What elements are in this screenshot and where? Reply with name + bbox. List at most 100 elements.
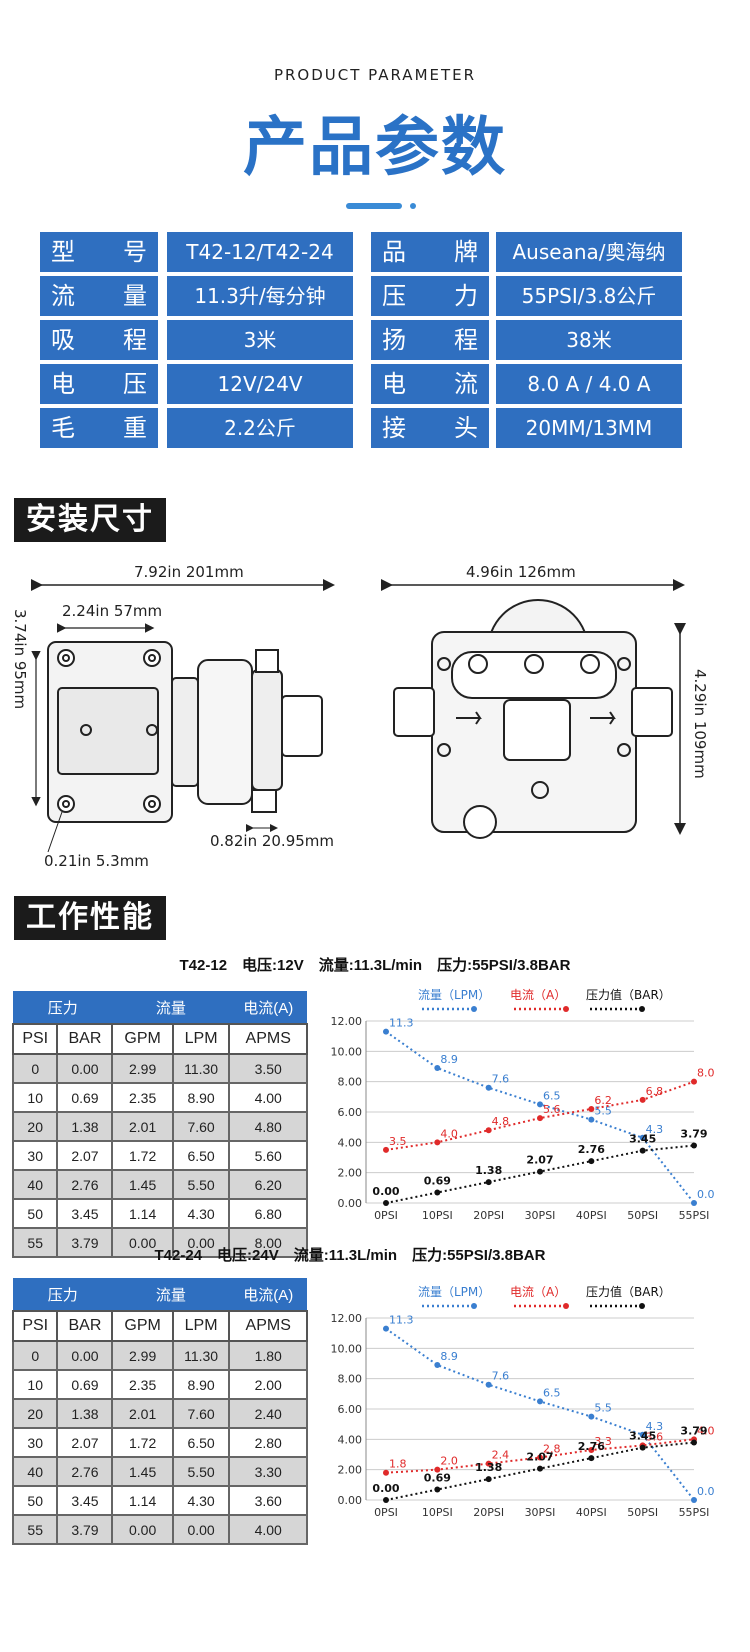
table-cell: 2.76 bbox=[56, 1456, 114, 1487]
table-cell: 3.79 bbox=[56, 1227, 114, 1258]
spec-key: 电 流 bbox=[371, 364, 489, 404]
table-cell: 1.45 bbox=[111, 1169, 174, 1200]
table-cell: 55 bbox=[11, 1514, 59, 1545]
data-point bbox=[434, 1139, 441, 1146]
table-cell: 20 bbox=[11, 1111, 59, 1142]
legend-label: 流量（LPM） bbox=[418, 988, 490, 1002]
height-label: 3.74in 95mm bbox=[11, 609, 29, 710]
x-tick-label: 30PSI bbox=[525, 1209, 556, 1222]
table-cell: 6.50 bbox=[171, 1427, 231, 1458]
table-cell: 50 bbox=[11, 1485, 59, 1516]
table-cell: 20 bbox=[11, 1398, 59, 1429]
data-label: 0.69 bbox=[424, 1472, 451, 1485]
table-cell: 6.80 bbox=[228, 1198, 308, 1229]
data-point bbox=[434, 1486, 441, 1493]
spec-value: 3米 bbox=[167, 320, 353, 360]
y-tick-label: 12.00 bbox=[331, 1312, 363, 1325]
data-point bbox=[434, 1362, 441, 1369]
section-install-dimensions: 安装尺寸 bbox=[14, 498, 166, 542]
port-label: 0.82in 20.95mm bbox=[210, 832, 335, 850]
legend-label: 电流（A） bbox=[510, 1285, 566, 1299]
x-tick-label: 30PSI bbox=[525, 1506, 556, 1519]
table-cell: 5.50 bbox=[171, 1456, 231, 1487]
data-point bbox=[588, 1455, 595, 1462]
hole-label: 0.21in 5.3mm bbox=[44, 852, 149, 870]
data-point bbox=[691, 1142, 697, 1149]
data-label: 1.38 bbox=[475, 1461, 502, 1474]
column-header: APMS bbox=[228, 1310, 308, 1342]
x-tick-label: 10PSI bbox=[422, 1506, 453, 1519]
data-label: 4.3 bbox=[646, 1420, 664, 1433]
table-cell: 6.20 bbox=[228, 1169, 308, 1200]
table-cell: 0.00 bbox=[171, 1514, 231, 1545]
table-cell: 2.80 bbox=[228, 1427, 308, 1458]
spec-value: 55PSI/3.8公斤 bbox=[496, 276, 682, 316]
data-label: 2.76 bbox=[578, 1143, 605, 1156]
spec-key: 接 头 bbox=[371, 408, 489, 448]
spec-value: 11.3升/每分钟 bbox=[167, 276, 353, 316]
data-point bbox=[537, 1398, 543, 1405]
data-point bbox=[639, 1444, 646, 1451]
y-tick-label: 0.00 bbox=[338, 1197, 363, 1210]
mount-width-label: 2.24in 57mm bbox=[62, 602, 163, 620]
table-cell: 1.45 bbox=[111, 1456, 174, 1487]
spec-value: 2.2公斤 bbox=[167, 408, 353, 448]
data-point bbox=[537, 1465, 543, 1472]
legend-marker bbox=[563, 1303, 569, 1309]
y-tick-label: 10.00 bbox=[331, 1045, 363, 1058]
table-cell: 2.99 bbox=[111, 1053, 174, 1084]
legend-marker bbox=[471, 1303, 477, 1309]
group-header: 电流(A) bbox=[229, 991, 307, 1024]
data-label: 3.5 bbox=[389, 1135, 407, 1148]
data-label: 0.0 bbox=[697, 1485, 715, 1498]
y-tick-label: 12.00 bbox=[331, 1015, 363, 1028]
legend-label: 流量（LPM） bbox=[418, 1285, 490, 1299]
table-cell: 2.07 bbox=[56, 1427, 114, 1458]
data-point bbox=[485, 1460, 492, 1467]
data-point bbox=[434, 1466, 441, 1473]
x-tick-label: 20PSI bbox=[473, 1506, 504, 1519]
x-tick-label: 0PSI bbox=[374, 1209, 398, 1222]
data-label: 7.6 bbox=[492, 1370, 510, 1383]
legend-label: 压力值（BAR） bbox=[586, 1284, 671, 1299]
table-cell: 3.79 bbox=[56, 1514, 114, 1545]
x-tick-label: 50PSI bbox=[627, 1506, 658, 1519]
table-cell: 1.72 bbox=[111, 1427, 174, 1458]
data-label: 11.3 bbox=[389, 1017, 414, 1030]
y-tick-label: 2.00 bbox=[338, 1167, 363, 1180]
table-cell: 0.00 bbox=[56, 1340, 114, 1371]
data-label: 6.2 bbox=[594, 1094, 612, 1107]
table-cell: 2.99 bbox=[111, 1340, 174, 1371]
table-cell: 0.00 bbox=[111, 1227, 174, 1258]
table-cell: 4.00 bbox=[228, 1082, 308, 1113]
data-point bbox=[691, 1078, 697, 1085]
data-label: 6.5 bbox=[543, 1386, 561, 1399]
data-label: 6.5 bbox=[543, 1089, 561, 1102]
table-cell: 1.14 bbox=[111, 1198, 174, 1229]
page-title: 产品参数 bbox=[243, 111, 507, 185]
table-cell: 8.90 bbox=[171, 1369, 231, 1400]
column-header: PSI bbox=[11, 1023, 59, 1055]
column-header: APMS bbox=[228, 1023, 308, 1055]
data-label: 2.07 bbox=[526, 1451, 553, 1464]
data-label: 5.5 bbox=[594, 1402, 612, 1415]
data-point bbox=[537, 1115, 543, 1122]
spec-key: 吸 程 bbox=[40, 320, 158, 360]
data-label: 2.4 bbox=[492, 1449, 510, 1462]
data-point bbox=[588, 1105, 595, 1112]
y-tick-label: 4.00 bbox=[338, 1433, 363, 1446]
x-tick-label: 55PSI bbox=[679, 1209, 710, 1222]
data-label: 0.00 bbox=[372, 1482, 399, 1495]
table-cell: 0.00 bbox=[56, 1053, 114, 1084]
data-point bbox=[485, 1084, 492, 1091]
data-label: 3.45 bbox=[629, 1430, 656, 1443]
column-header: BAR bbox=[56, 1310, 114, 1342]
spec-key: 型 号 bbox=[40, 232, 158, 272]
data-point bbox=[639, 1147, 646, 1154]
